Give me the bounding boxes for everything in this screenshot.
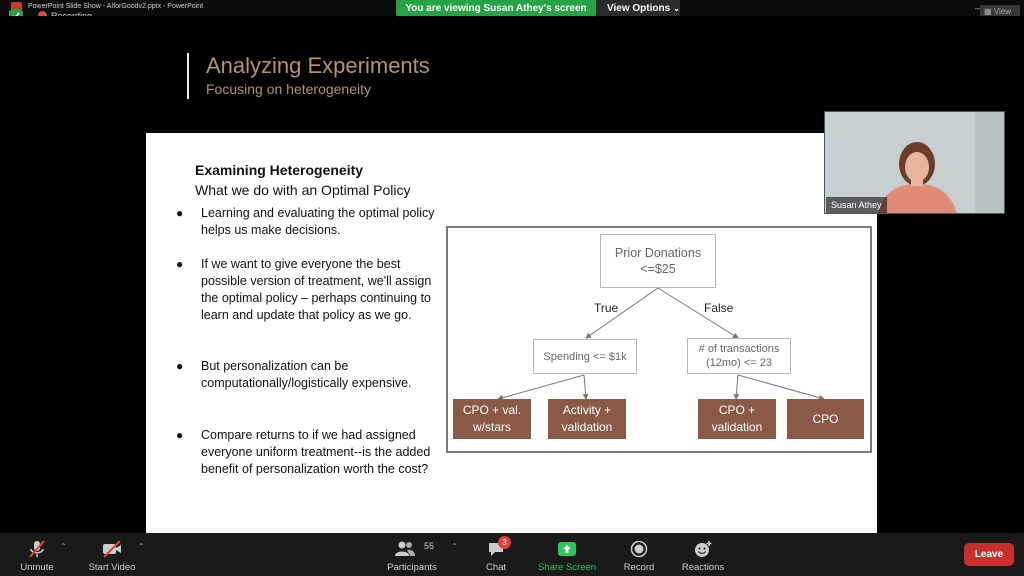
window-title: PowerPoint Slide Show - AIforGoodv2.pptx… bbox=[28, 3, 204, 10]
presenter-avatar bbox=[825, 112, 1004, 213]
tree-edges bbox=[497, 287, 825, 401]
microphone-muted-icon bbox=[29, 540, 45, 558]
tree-leaf-node: CPO + validation bbox=[698, 399, 776, 439]
view-options-button[interactable]: View Options⌄ bbox=[596, 0, 680, 17]
edge-root-left bbox=[585, 287, 659, 339]
share-screen-label: Share Screen bbox=[537, 562, 597, 573]
tree-leaf-node: CPO + val. w/stars bbox=[453, 399, 531, 439]
participants-options-chevron-icon[interactable]: ⌃ bbox=[451, 542, 458, 551]
tree-leaf-node: CPO bbox=[787, 399, 864, 439]
audio-options-chevron-icon[interactable]: ⌃ bbox=[60, 542, 67, 551]
right-node-line1: # of transactions bbox=[698, 343, 780, 355]
unmute-label: Unmute bbox=[20, 562, 54, 573]
participants-count: 55 bbox=[424, 541, 435, 551]
view-button-label: View bbox=[993, 7, 1011, 16]
false-branch-label: False bbox=[704, 301, 734, 315]
bullet-text: But personalization can be computational… bbox=[201, 359, 412, 390]
slide-subtitle: Focusing on heterogeneity bbox=[206, 81, 371, 97]
powerpoint-icon bbox=[11, 2, 22, 13]
edge-left-leaf1 bbox=[497, 374, 585, 401]
edge-root-right bbox=[657, 287, 739, 339]
reactions-label: Reactions bbox=[681, 562, 725, 573]
root-node-line1: Prior Donations bbox=[614, 246, 702, 260]
leave-meeting-button[interactable]: Leave bbox=[964, 543, 1014, 566]
leaf1-line2: w/stars bbox=[472, 420, 511, 434]
tree-root-node: Prior Donations <=$25 bbox=[600, 234, 716, 288]
bullet-dot: ● bbox=[176, 206, 184, 220]
right-node-line2: (12mo) <= 23 bbox=[705, 357, 773, 369]
bullet-text: Learning and evaluating the optimal poli… bbox=[201, 206, 435, 237]
leaf3-line1: CPO + bbox=[718, 403, 756, 417]
presenter-name-label: Susan Athey bbox=[826, 197, 887, 213]
bullet-dot: ● bbox=[176, 428, 184, 442]
leaf1-line1: CPO + val. bbox=[462, 403, 522, 417]
participants-icon bbox=[395, 541, 415, 556]
bullet-text: Compare returns to if we had assigned ev… bbox=[201, 428, 431, 476]
chat-unread-badge: 3 bbox=[498, 536, 511, 549]
record-icon bbox=[630, 540, 648, 558]
start-video-label: Start Video bbox=[88, 562, 136, 573]
bullet-dot: ● bbox=[176, 257, 184, 271]
tree-right-node: # of transactions (12mo) <= 23 bbox=[687, 338, 791, 374]
edge-left-leaf2 bbox=[582, 374, 589, 400]
chat-label: Chat bbox=[485, 562, 507, 573]
body-subheading: What we do with an Optimal Policy bbox=[195, 182, 411, 198]
video-camera-off-icon bbox=[103, 540, 121, 558]
edge-right-leaf4 bbox=[737, 374, 825, 401]
tree-left-node: Spending <= $1k bbox=[533, 339, 637, 374]
meeting-toolbar bbox=[0, 533, 1024, 576]
recording-icon bbox=[38, 11, 47, 20]
unmute-button[interactable]: Unmute bbox=[14, 538, 60, 574]
start-video-button[interactable]: Start Video bbox=[84, 538, 140, 574]
view-options-label: View Options bbox=[607, 3, 671, 14]
share-screen-icon bbox=[558, 542, 576, 556]
leaf3-line2: validation bbox=[711, 420, 763, 434]
reactions-icon bbox=[695, 541, 712, 557]
viewing-screen-banner: You are viewing Susan Athey's screen bbox=[396, 0, 596, 17]
leaf2-line2: validation bbox=[561, 420, 613, 434]
record-label: Record bbox=[623, 562, 655, 573]
left-node-label: Spending <= $1k bbox=[543, 350, 627, 363]
record-button[interactable]: Record bbox=[620, 538, 658, 574]
tree-leaf-node: Activity + validation bbox=[548, 399, 626, 439]
chevron-down-icon: ⌄ bbox=[673, 4, 680, 13]
slide-title: Analyzing Experiments bbox=[206, 53, 430, 78]
minimize-icon[interactable]: — bbox=[975, 3, 984, 13]
video-options-chevron-icon[interactable]: ⌃ bbox=[138, 542, 145, 551]
title-accent-bar bbox=[187, 53, 189, 99]
edge-right-leaf3 bbox=[733, 374, 740, 400]
true-branch-label: True bbox=[594, 301, 619, 315]
share-screen-button[interactable]: Share Screen bbox=[536, 538, 598, 574]
participants-label: Participants bbox=[387, 562, 437, 573]
reactions-button[interactable]: Reactions bbox=[679, 538, 727, 574]
grid-icon: ▦ bbox=[984, 7, 992, 16]
root-node-line2: <=$25 bbox=[640, 262, 676, 276]
view-button[interactable]: ▦ View bbox=[980, 5, 1020, 19]
presenter-video[interactable] bbox=[824, 111, 1005, 214]
bullet-text: If we want to give everyone the best pos… bbox=[201, 257, 432, 322]
leaf4-label: CPO bbox=[812, 411, 839, 426]
bullet-dot: ● bbox=[176, 359, 184, 373]
body-heading: Examining Heterogeneity bbox=[195, 162, 364, 178]
participants-button[interactable]: 55 Participants bbox=[385, 538, 439, 574]
leaf2-line1: Activity + bbox=[562, 403, 612, 417]
